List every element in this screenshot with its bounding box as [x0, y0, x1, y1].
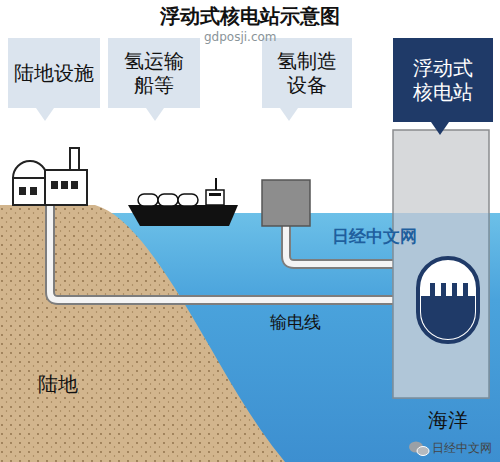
watermark: 日经中文网 [432, 441, 492, 455]
region-label: 海洋 [428, 408, 468, 432]
floating-plant [393, 130, 489, 398]
callout-box: 浮动式核电站 [393, 38, 493, 122]
callout-box: 氢运输船等 [108, 38, 200, 108]
watermark: gdposji.com [204, 30, 277, 44]
land-facility [13, 148, 87, 205]
callout-box: 陆地设施 [8, 38, 100, 108]
transmission-cable [50, 205, 395, 300]
hydrogen-ship [128, 178, 238, 226]
callout-text: 氢运输船等 [120, 49, 188, 97]
land [0, 205, 285, 462]
callout-text: 浮动式核电站 [409, 56, 477, 104]
callout-text: 陆地设施 [14, 61, 94, 85]
hydrogen-plant [262, 180, 310, 226]
callout-text: 氢制造设备 [274, 49, 340, 97]
region-label: 陆地 [38, 372, 78, 396]
cable-outline [50, 205, 395, 300]
diagram-title: 浮动式核电站示意图 [0, 3, 500, 30]
callout-box: 氢制造设备 [262, 38, 352, 108]
wechat-icon [409, 442, 429, 456]
watermark: 日经中文网 [332, 226, 417, 246]
cable-label: 输电线 [270, 312, 321, 332]
